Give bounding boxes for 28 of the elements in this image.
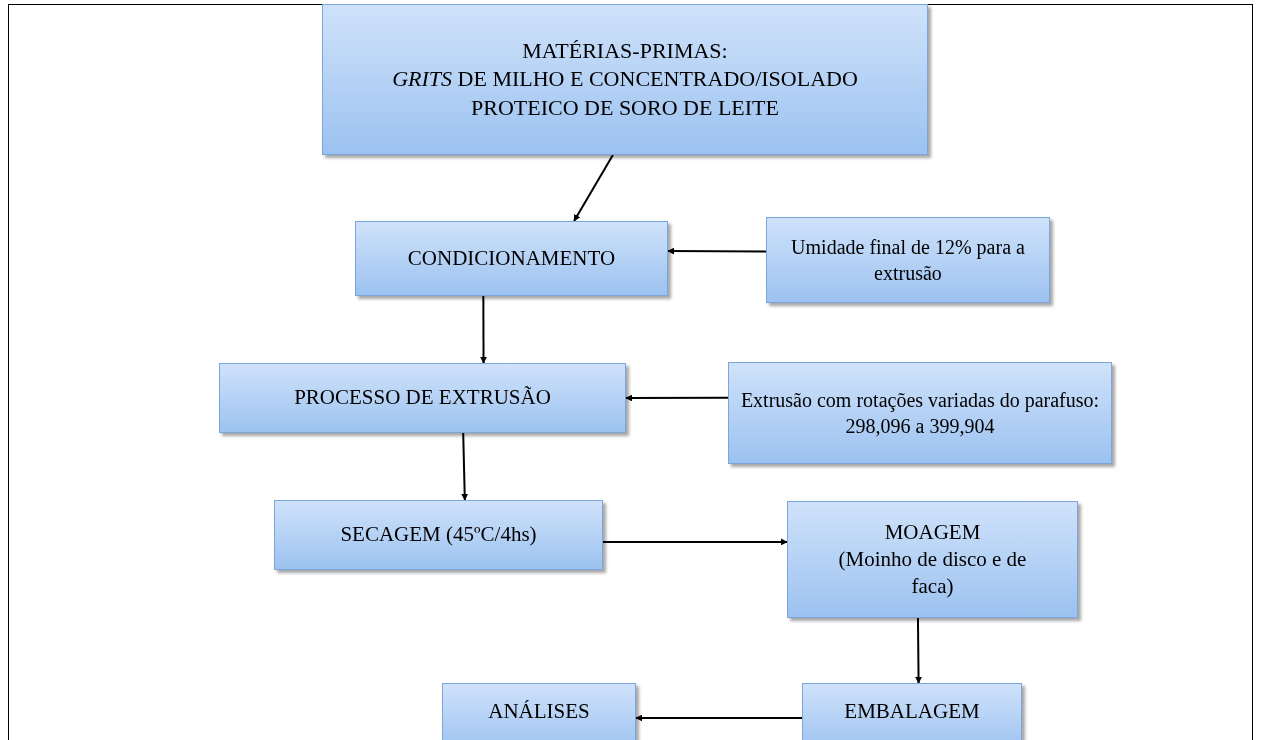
- process-box: [274, 500, 603, 570]
- process-box: [766, 217, 1050, 303]
- process-box: [442, 683, 636, 740]
- arrow: [602, 538, 788, 546]
- box-text: MATÉRIAS-PRIMAS:: [522, 36, 728, 65]
- process-box: [219, 363, 626, 433]
- box-text: SECAGEM (45ºC/4hs): [340, 521, 537, 549]
- box-text: MOAGEM: [884, 518, 981, 546]
- process-box: [728, 362, 1112, 464]
- arrow: [480, 295, 488, 364]
- arrow: [915, 617, 923, 684]
- box-text: GRITS DE MILHO E CONCENTRADO/ISOLADO PROTEICO DE SORO DE LEITE: [391, 65, 859, 122]
- process-box: [322, 4, 928, 155]
- process-box: [355, 221, 668, 296]
- box-text: Umidade final de 12% para a extrusão: [790, 235, 1026, 286]
- box-text: CONDICIONAMENTO: [407, 244, 616, 272]
- box-text: (Moinho de disco e de faca): [837, 545, 1028, 601]
- process-box: [787, 501, 1078, 618]
- process-box: [802, 683, 1022, 740]
- box-text: Extrusão com rotações variadas do parafuso: 298,096 a 399,904: [739, 388, 1101, 439]
- arrow: [573, 154, 614, 222]
- box-text: PROCESSO DE EXTRUSÃO: [294, 384, 551, 412]
- arrow: [635, 714, 803, 722]
- box-text: ANÁLISES: [488, 698, 590, 725]
- arrow: [461, 432, 469, 501]
- arrow: [625, 394, 729, 402]
- box-text: EMBALAGEM: [844, 698, 980, 725]
- arrow: [667, 247, 767, 255]
